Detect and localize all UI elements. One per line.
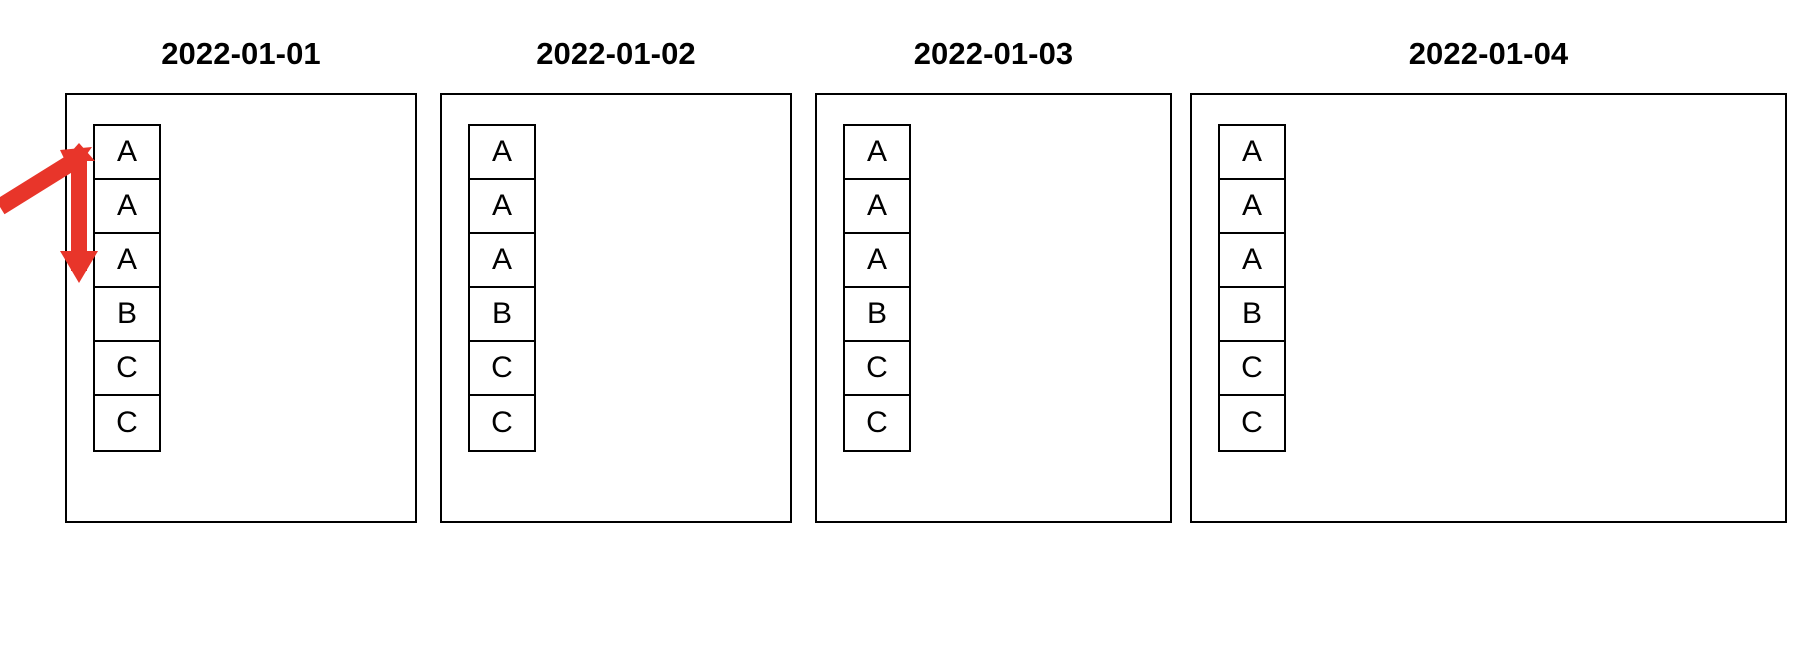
cell: A xyxy=(845,126,909,180)
cell: C xyxy=(1220,396,1284,450)
cell: C xyxy=(95,342,159,396)
cell: A xyxy=(845,180,909,234)
cell: A xyxy=(95,126,159,180)
cell: B xyxy=(95,288,159,342)
cell: A xyxy=(1220,126,1284,180)
cell: A xyxy=(1220,180,1284,234)
panel-title-3: 2022-01-03 xyxy=(913,36,1074,71)
panel-title-1: 2022-01-01 xyxy=(161,36,321,71)
cell: A xyxy=(470,126,534,180)
cell: C xyxy=(95,396,159,450)
cell: B xyxy=(1220,288,1284,342)
cell: C xyxy=(845,342,909,396)
cell: A xyxy=(470,180,534,234)
cell: A xyxy=(470,234,534,288)
cell: C xyxy=(1220,342,1284,396)
cell: C xyxy=(470,396,534,450)
cell: B xyxy=(470,288,534,342)
cell: B xyxy=(845,288,909,342)
cell: A xyxy=(845,234,909,288)
cell: C xyxy=(845,396,909,450)
panel-title-2: 2022-01-02 xyxy=(536,36,696,71)
cell: A xyxy=(95,180,159,234)
panel-title-4: 2022-01-04 xyxy=(1408,36,1569,71)
cell: C xyxy=(470,342,534,396)
cell: A xyxy=(95,234,159,288)
cell: A xyxy=(1220,234,1284,288)
